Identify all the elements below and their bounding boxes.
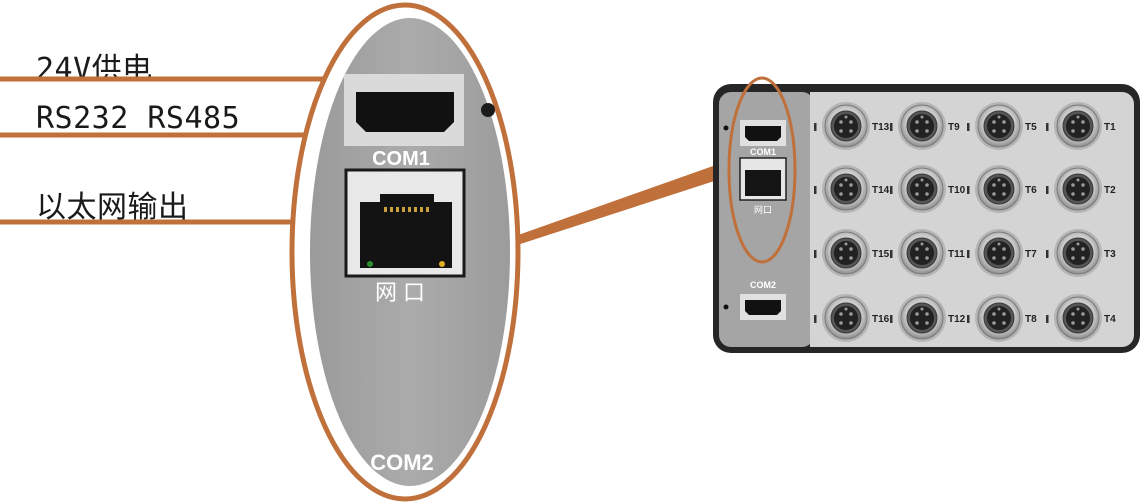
sensor-port-label: T8: [1025, 314, 1037, 325]
zoom-com2-label: COM2: [370, 450, 434, 475]
callout-ethernet: 以太网输出: [36, 190, 189, 225]
sensor-port-t3: T3: [1046, 229, 1116, 277]
sensor-port-label: T4: [1104, 314, 1116, 325]
sensor-port-label: T10: [948, 185, 966, 196]
sensor-port-label: T5: [1025, 122, 1037, 133]
sensor-port-label: T1: [1104, 122, 1116, 133]
sensor-port-label: T7: [1025, 249, 1037, 260]
sensor-port-t1: T1: [1046, 102, 1116, 150]
zoom-eth-led-green: [367, 261, 373, 267]
sensor-port-label: T13: [872, 122, 890, 133]
sensor-port-label: T6: [1025, 185, 1037, 196]
sensor-port-t8: T8: [967, 294, 1037, 342]
device-com1-label: COM1: [750, 147, 776, 157]
device-eth-port: [745, 170, 781, 196]
zoom-eth-label: 网口: [375, 281, 431, 306]
zoom-connector: [504, 160, 736, 248]
sensor-port-t12: T12: [890, 294, 966, 342]
sensor-port-t15: T15: [814, 229, 890, 277]
device-right-panel: [810, 92, 1134, 347]
zoom-panel: COM1 网口 COM2: [289, 2, 521, 502]
sensor-port-label: T15: [872, 249, 890, 260]
sensor-port-t5: T5: [967, 102, 1037, 150]
device-eth-label: 网口: [754, 205, 772, 216]
sensor-port-t10: T10: [890, 165, 966, 213]
sensor-port-t9: T9: [890, 102, 960, 150]
zoom-eth-led-yellow: [439, 261, 445, 267]
zoom-eth-port: [360, 202, 452, 268]
sensor-port-t7: T7: [967, 229, 1037, 277]
sensor-port-t6: T6: [967, 165, 1037, 213]
sensor-port-t14: T14: [814, 165, 890, 213]
callout-serial: RS232 RS485: [36, 101, 241, 136]
zoom-com1-label: COM1: [372, 148, 430, 170]
sensor-port-label: T14: [872, 185, 890, 196]
sensor-port-label: T11: [948, 249, 965, 260]
device-left-panel: [719, 92, 814, 347]
sensor-port-label: T9: [948, 122, 960, 133]
sensor-port-label: T3: [1104, 249, 1116, 260]
sensor-port-t2: T2: [1046, 165, 1116, 213]
sensor-port-label: T16: [872, 314, 890, 325]
sensor-port-t16: T16: [814, 294, 890, 342]
device-highlight-ellipse: [727, 76, 797, 264]
zoom-com1-port: [356, 92, 454, 132]
zoom-eth-pins: [384, 207, 429, 212]
sensor-port-t13: T13: [814, 102, 890, 150]
device-com2-label: COM2: [750, 280, 776, 290]
callout-leaders: [0, 76, 348, 225]
device-com1-port: [745, 126, 781, 141]
sensor-port-label: T12: [948, 314, 966, 325]
sensor-port-label: T2: [1104, 185, 1116, 196]
sensor-port-t11: T11: [890, 229, 965, 277]
zoom-screw: [481, 103, 495, 117]
device-com2-port: [745, 300, 781, 315]
sensor-port-t4: T4: [1046, 294, 1116, 342]
